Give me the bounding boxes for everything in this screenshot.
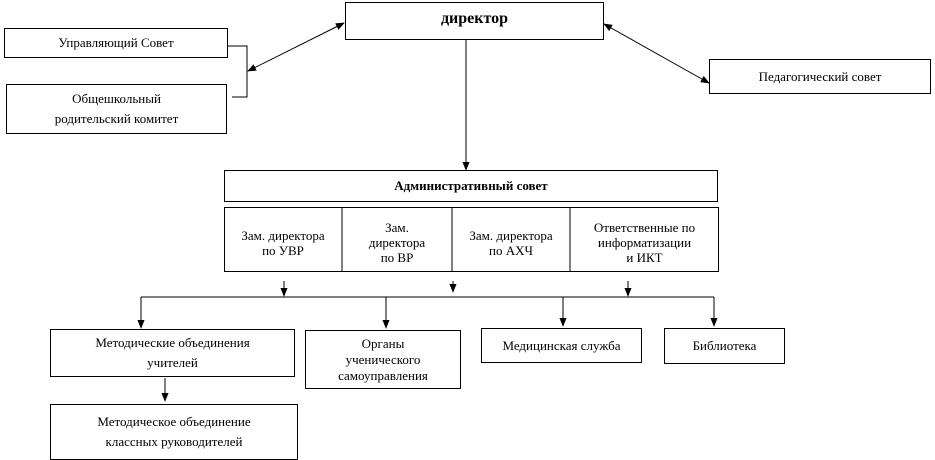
method-class-box: Методическое объединение классных руково…: [50, 404, 298, 460]
deputy-ahch: Зам. директора по АХЧ: [452, 207, 570, 272]
library-box: Библиотека: [664, 328, 785, 364]
medical-box: Медицинская служба: [481, 328, 642, 363]
parents-committee-line-1: Общешкольный: [72, 91, 161, 106]
deputy-ahch-line-1: Зам. директора: [469, 227, 553, 243]
deputy-ikt: Ответственные по информатизации и ИКТ: [570, 207, 719, 272]
method-teachers-box: Методические объединения учителей: [50, 329, 295, 377]
parents-committee-box: Общешкольный родительский комитет: [6, 84, 227, 134]
admin-council-box: Административный совет: [224, 170, 718, 202]
student-gov-line-2: ученического: [345, 351, 421, 367]
director-box: директор: [345, 2, 604, 40]
library-label: Библиотека: [692, 338, 757, 353]
method-teachers-line-2: учителей: [147, 355, 198, 370]
board-box: Управляющий Совет: [4, 28, 228, 58]
arrow-director-ped: [603, 23, 710, 84]
deputy-uvr: Зам. директора по УВР: [224, 207, 342, 272]
medical-label: Медицинская служба: [502, 337, 621, 353]
deputy-ikt-line-3: и ИКТ: [626, 250, 663, 265]
method-class-line-1: Методическое объединение: [97, 414, 251, 429]
deputy-vr-line-1: Зам.: [385, 220, 409, 235]
deputies-row: [224, 207, 719, 272]
deputy-ikt-line-2: информатизации: [597, 235, 692, 250]
director-label: директор: [440, 10, 509, 27]
ped-council-box: Педагогический совет: [709, 59, 931, 94]
deputy-vr-line-2: директора: [368, 235, 426, 250]
method-teachers-line-1: Методические объединения: [95, 335, 250, 350]
student-gov-line-1: Органы: [361, 335, 405, 351]
admin-council-label: Административный совет: [394, 178, 548, 193]
student-gov-box: Органы ученического самоуправления: [305, 330, 461, 389]
deputy-uvr-line-2: по УВР: [262, 242, 304, 258]
deputy-vr-line-3: по ВР: [380, 250, 414, 265]
board-label: Управляющий Совет: [58, 35, 174, 50]
ped-council-label: Педагогический совет: [758, 68, 882, 84]
deputy-vr: Зам. директора по ВР: [342, 207, 452, 272]
student-gov-line-3: самоуправления: [338, 367, 428, 383]
method-class-line-2: классных руководителей: [105, 434, 243, 449]
deputy-ikt-line-1: Ответственные по: [593, 220, 696, 235]
parents-committee-line-2: родительский комитет: [54, 111, 179, 126]
deputy-ahch-line-2: по АХЧ: [489, 242, 533, 258]
deputy-uvr-line-1: Зам. директора: [241, 227, 325, 243]
arrow-director-board: [247, 22, 345, 72]
left-bracket: [228, 45, 248, 98]
